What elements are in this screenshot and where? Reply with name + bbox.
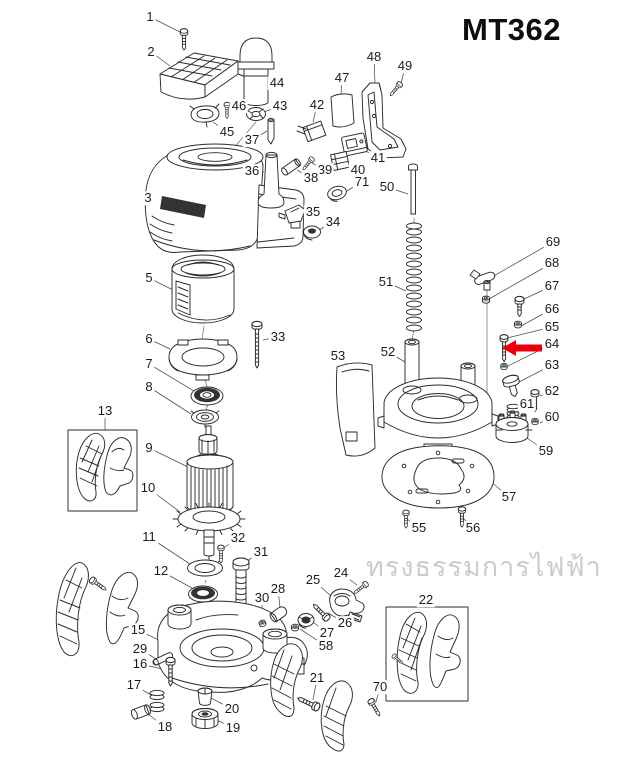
leader-line-68 bbox=[488, 262, 553, 300]
part-7-art bbox=[190, 386, 224, 406]
part-27-art bbox=[297, 613, 315, 629]
part-1-art bbox=[179, 28, 189, 51]
part-22-art bbox=[385, 606, 469, 702]
part-9-art bbox=[186, 425, 234, 518]
part-71-art bbox=[327, 185, 347, 202]
part-2-art bbox=[159, 52, 253, 100]
part-69-art bbox=[469, 269, 496, 291]
part-64-art bbox=[500, 362, 508, 371]
part-67-art bbox=[514, 295, 525, 317]
part-43-art bbox=[246, 107, 266, 121]
part-39-art bbox=[300, 155, 316, 172]
part-62-art bbox=[530, 389, 540, 413]
part-16-art bbox=[165, 656, 176, 687]
part-48-art bbox=[361, 82, 407, 159]
part-32-art bbox=[217, 544, 225, 564]
part-46-art bbox=[223, 101, 231, 119]
part-24-art bbox=[351, 580, 370, 597]
part-63-art bbox=[502, 374, 520, 398]
part-12-art bbox=[188, 585, 218, 603]
part-20-art bbox=[197, 687, 213, 706]
part-10-art bbox=[172, 502, 246, 562]
part-35-art bbox=[278, 204, 306, 224]
leader-line-7 bbox=[148, 363, 195, 392]
part-45-art bbox=[189, 103, 220, 128]
grip-art-bottom bbox=[270, 643, 353, 752]
part-66-art bbox=[514, 320, 522, 329]
part-55-art bbox=[402, 509, 410, 529]
part-59-art bbox=[495, 410, 533, 443]
part-68-art bbox=[481, 295, 491, 304]
part-51-art bbox=[406, 222, 422, 332]
part-50-art bbox=[408, 163, 418, 215]
part-44-art bbox=[237, 37, 275, 106]
highlight-arrow bbox=[502, 340, 542, 356]
part-28-art bbox=[269, 606, 288, 623]
part-21-art bbox=[295, 693, 322, 713]
leader-line-9 bbox=[148, 447, 189, 468]
leader-line-69 bbox=[491, 241, 554, 278]
part-34-art bbox=[303, 225, 321, 241]
part-5-art bbox=[171, 254, 235, 324]
part-33-art bbox=[251, 320, 263, 369]
part-19-art bbox=[191, 708, 219, 729]
watermark-text: ทรงธรรมการไฟฟ้า bbox=[366, 552, 602, 582]
part-37-art bbox=[267, 117, 275, 145]
part-40-art bbox=[330, 151, 350, 171]
part-56-art bbox=[457, 506, 467, 528]
part-11-art bbox=[187, 559, 223, 577]
part-70-art bbox=[366, 697, 383, 718]
part-17-art bbox=[149, 689, 165, 713]
part-13-art bbox=[67, 429, 138, 512]
part-6-art bbox=[168, 338, 238, 381]
part-18-art bbox=[130, 704, 152, 720]
part-36-art bbox=[257, 151, 285, 209]
part-8-art bbox=[190, 409, 220, 428]
part-60-art bbox=[531, 417, 539, 426]
part-58-art bbox=[291, 623, 299, 632]
page-title: MT362 bbox=[462, 12, 561, 47]
part-42-art bbox=[296, 120, 327, 143]
part-25-art bbox=[329, 588, 365, 623]
part-49-art bbox=[387, 80, 404, 98]
grip-halves-art bbox=[55, 562, 139, 656]
part-57-art bbox=[381, 445, 495, 509]
part-38-art bbox=[281, 158, 301, 176]
leader-line-8 bbox=[148, 386, 192, 415]
part-47-art bbox=[330, 93, 355, 128]
part-41-art bbox=[341, 132, 368, 157]
router-base-art bbox=[377, 377, 499, 457]
part-53-art bbox=[335, 362, 376, 457]
